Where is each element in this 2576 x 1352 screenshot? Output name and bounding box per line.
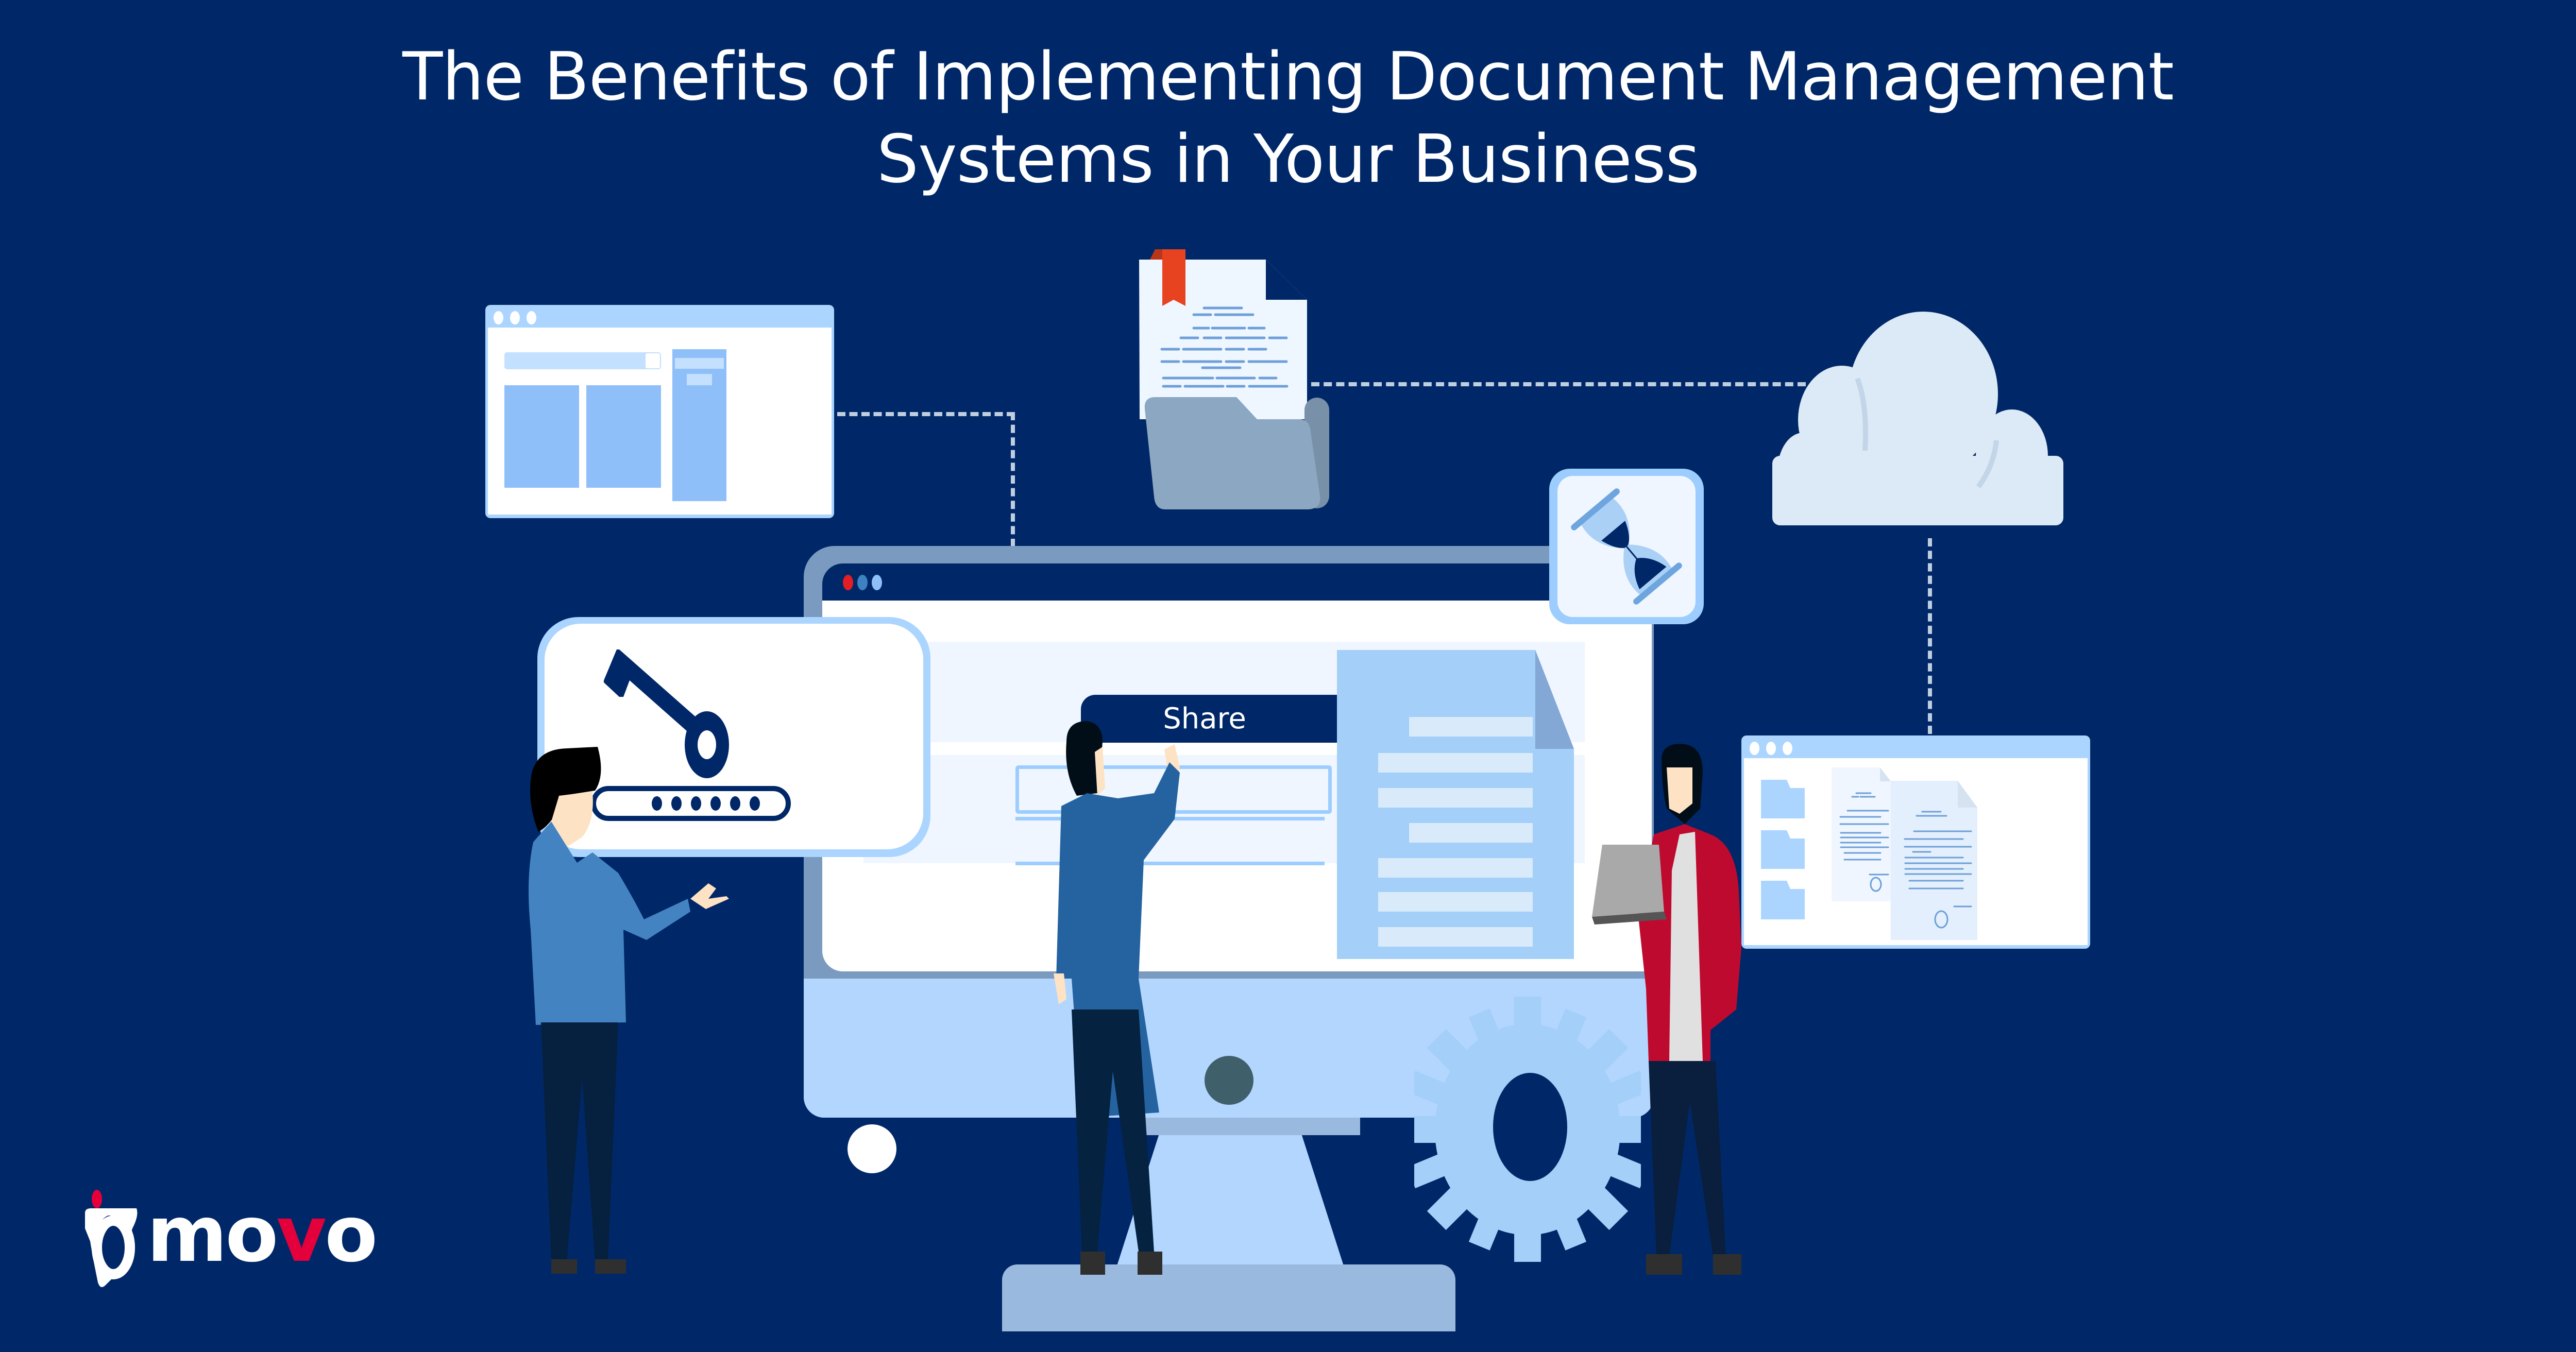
- page-title: The Benefits of Implementing Document Ma…: [0, 36, 2576, 201]
- title-line-1: The Benefits of Implementing Document Ma…: [402, 39, 2174, 115]
- monitor-base: [1002, 1264, 1455, 1331]
- person-middle: [1010, 711, 1226, 1277]
- brand-logo: movo: [85, 1190, 425, 1293]
- password-dot: [750, 796, 760, 811]
- folder-icon: [1761, 780, 1805, 818]
- window-controls: [1750, 742, 1792, 755]
- window-dot: [1766, 742, 1776, 755]
- window-dot: [527, 311, 536, 324]
- password-dot: [652, 796, 662, 811]
- logo-v: v: [276, 1190, 327, 1279]
- decorative-dot: [848, 1124, 896, 1173]
- person-left: [510, 744, 747, 1275]
- logo-text: movo: [147, 1190, 378, 1279]
- window-dot-red: [843, 575, 853, 590]
- window-controls: [494, 311, 536, 324]
- monitor-camera-dot: [1205, 1056, 1253, 1105]
- document-folder-icon: [1129, 249, 1330, 517]
- password-dot: [691, 796, 701, 811]
- logo-mark-icon: [85, 1190, 138, 1287]
- connector-left-v: [1011, 412, 1015, 547]
- monitor-neck-shadow: [1144, 1118, 1360, 1135]
- folder-icon: [1761, 881, 1805, 919]
- password-dot: [730, 796, 740, 811]
- content-block: [586, 385, 661, 488]
- key-icon: [604, 649, 729, 778]
- window-dot: [1783, 742, 1792, 755]
- password-field[interactable]: [591, 786, 791, 821]
- address-bar: [504, 352, 661, 369]
- password-dot: [710, 796, 721, 811]
- window-body: [1744, 758, 2088, 945]
- share-button[interactable]: Share: [1081, 695, 1338, 743]
- connector-folder-cloud: [1311, 382, 1806, 386]
- hourglass-icon: [1571, 488, 1682, 605]
- password-dot: [671, 796, 682, 811]
- browser-window-right: [1741, 735, 2090, 949]
- title-line-2: Systems in Your Business: [876, 121, 1700, 198]
- connector-cloud-window: [1928, 538, 1932, 734]
- document-pages-icon: [1832, 767, 1977, 940]
- window-body: [488, 328, 832, 515]
- cloud-icon: [1772, 301, 2063, 528]
- gear-icon: [1406, 997, 1649, 1262]
- address-bar-button: [646, 353, 660, 368]
- window-dot-blue: [857, 575, 868, 590]
- folder-icon: [1761, 830, 1805, 869]
- monitor-titlebar: [822, 563, 1652, 601]
- window-dot: [494, 311, 503, 324]
- content-block: [504, 385, 579, 488]
- password-card: [537, 617, 930, 857]
- window-dot-lightblue: [872, 575, 882, 590]
- connector-left-h: [837, 412, 1015, 416]
- hourglass-card: [1549, 469, 1704, 624]
- person-right: [1561, 742, 1819, 1277]
- browser-window-left: [485, 305, 834, 518]
- window-dot: [1750, 742, 1759, 755]
- window-dot: [510, 311, 520, 324]
- sidebar-panel: [672, 349, 726, 501]
- document-icon-large: [1337, 650, 1574, 959]
